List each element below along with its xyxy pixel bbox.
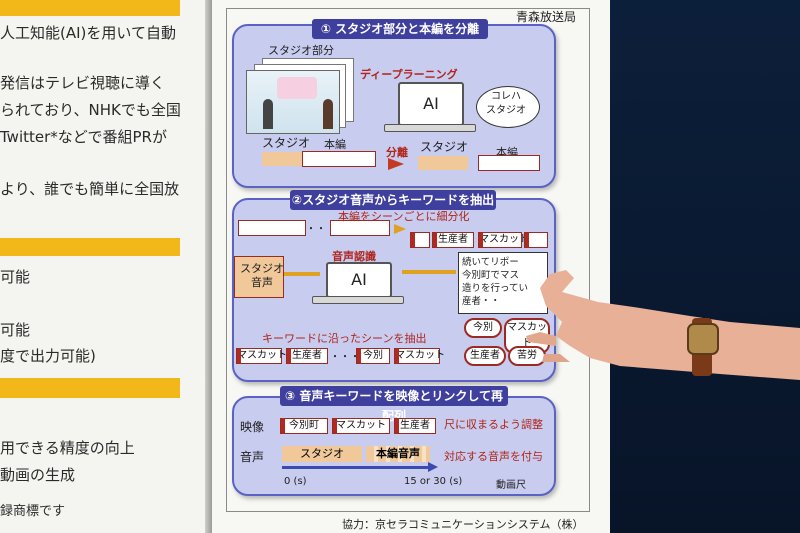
arrow-shaft xyxy=(402,270,456,274)
speech-bubble-text: コレハ スタジオ xyxy=(486,91,526,116)
segment-muscat: マスカット xyxy=(478,232,529,248)
announcer-figure xyxy=(323,99,333,129)
time-start: 0 (s) xyxy=(284,476,307,487)
arrow-right-icon xyxy=(388,158,404,170)
segment-producer: 生産者 xyxy=(432,232,474,248)
video-segment-imabetsu: 今別町 xyxy=(280,418,328,434)
announcer-figure xyxy=(263,99,273,129)
left-text-line: 可能 xyxy=(0,268,31,286)
yellow-band xyxy=(0,238,180,256)
subdivide-label: 本編をシーンごとに細分化 xyxy=(338,210,470,223)
video-segment-producer: 生産者 xyxy=(394,418,436,434)
left-poster-panel: 人工知能(AI)を用いて自動 発信はテレビ視聴に導く られており、NHKでも全国… xyxy=(0,0,212,533)
segment-blank xyxy=(524,232,548,248)
keyword-producer: 生産者 xyxy=(464,346,506,366)
studio-audio-label: スタジオ 音声 xyxy=(240,262,284,289)
left-text-line: 人工知能(AI)を用いて自動 xyxy=(0,24,176,42)
studio-bar xyxy=(262,152,302,166)
segment-blank xyxy=(410,232,430,248)
studio-bar-separated xyxy=(418,156,468,170)
assign-audio-label: 対応する音声を付与 xyxy=(444,450,543,463)
deep-learning-label: ディープラーニング xyxy=(360,68,458,81)
main-label: 本編 xyxy=(324,138,346,151)
studio-label: スタジオ xyxy=(262,136,311,150)
left-text-line: 発信はテレビ視聴に導く xyxy=(0,74,166,92)
time-end: 15 or 30 (s) xyxy=(404,476,463,487)
yellow-band xyxy=(0,0,180,16)
left-text-line: 度で出力可能) xyxy=(0,347,96,365)
ellipsis: ・・・ xyxy=(306,224,336,235)
arrow-right-icon xyxy=(428,462,438,472)
laptop-keyboard xyxy=(384,124,476,132)
watch-face xyxy=(687,323,719,355)
footer-credit: 協力：京セラコミュニケーションシステム（株） xyxy=(342,518,584,531)
studio-set-decor xyxy=(277,77,317,99)
left-text-line: 用できる精度の向上 xyxy=(0,439,135,457)
section2-title: ②スタジオ音声からキーワードを抽出 xyxy=(290,190,496,210)
fit-duration-label: 尺に収まるよう調整 xyxy=(444,418,543,431)
segment-producer: 生産者 xyxy=(286,348,328,364)
duration-scale-label: 動画尺 xyxy=(496,480,526,491)
speech-bubble xyxy=(476,86,540,128)
left-text-line: られており、NHKでも全国 xyxy=(0,101,181,119)
laptop-ai-2: AI xyxy=(326,262,392,298)
main-segment-bar xyxy=(330,220,390,236)
studio-part-label: スタジオ部分 xyxy=(268,44,334,57)
main-bar-separated xyxy=(478,155,540,171)
left-text-line: より、誰でも簡単に全国放 xyxy=(0,180,180,198)
keyword-imabetsu: 今別 xyxy=(464,318,502,338)
dark-backdrop xyxy=(610,0,800,533)
extract-label: キーワードに沿ったシーンを抽出 xyxy=(262,332,427,345)
timeline-arrow xyxy=(282,466,430,469)
left-text-line: Twitter*などで番組PRが xyxy=(0,128,167,146)
studio-label-separated: スタジオ xyxy=(420,140,469,154)
section1-title: ① スタジオ部分と本編を分離 xyxy=(312,19,488,39)
separate-label: 分離 xyxy=(386,146,408,159)
ellipsis: ・・・ xyxy=(330,352,360,363)
segment-muscat: マスカット xyxy=(236,348,287,364)
arrow-right-icon xyxy=(394,224,406,234)
left-text-line: 動画の生成 xyxy=(0,466,76,484)
poster-seam xyxy=(205,0,212,533)
left-text-line: 可能 xyxy=(0,321,31,339)
video-row-label: 映像 xyxy=(240,420,265,434)
left-text-line: 録商標です xyxy=(0,504,66,519)
segment-muscat: マスカット xyxy=(394,348,445,364)
pointing-hand xyxy=(526,270,800,380)
main-bar xyxy=(302,151,376,167)
studio-audio-box xyxy=(234,256,284,298)
main-segment-bar xyxy=(238,220,306,236)
segment-imabetsu: 今別 xyxy=(356,348,390,364)
speech-recognition-label: 音声認識 xyxy=(332,250,376,263)
section3-title: ③ 音声キーワードを映像とリンクして再配列 xyxy=(280,386,508,423)
laptop-keyboard xyxy=(312,296,404,304)
video-segment-muscat: マスカット xyxy=(332,418,390,434)
audio-main-bar: 本編音声 xyxy=(366,446,430,462)
audio-row-label: 音声 xyxy=(240,450,265,464)
transcript-box xyxy=(458,252,548,314)
yellow-band xyxy=(0,378,180,398)
transcript-text: 続いてリポー 今別町でマス 造りを行ってい 産者・・ xyxy=(462,257,529,307)
poster-frame xyxy=(226,8,590,512)
studio-video-thumbnail xyxy=(246,70,340,134)
org-name: 青森放送局 xyxy=(516,10,577,24)
arrow-shaft xyxy=(284,272,320,276)
audio-studio-bar: スタジオ xyxy=(282,446,362,462)
laptop-ai-1: AI xyxy=(398,82,464,126)
